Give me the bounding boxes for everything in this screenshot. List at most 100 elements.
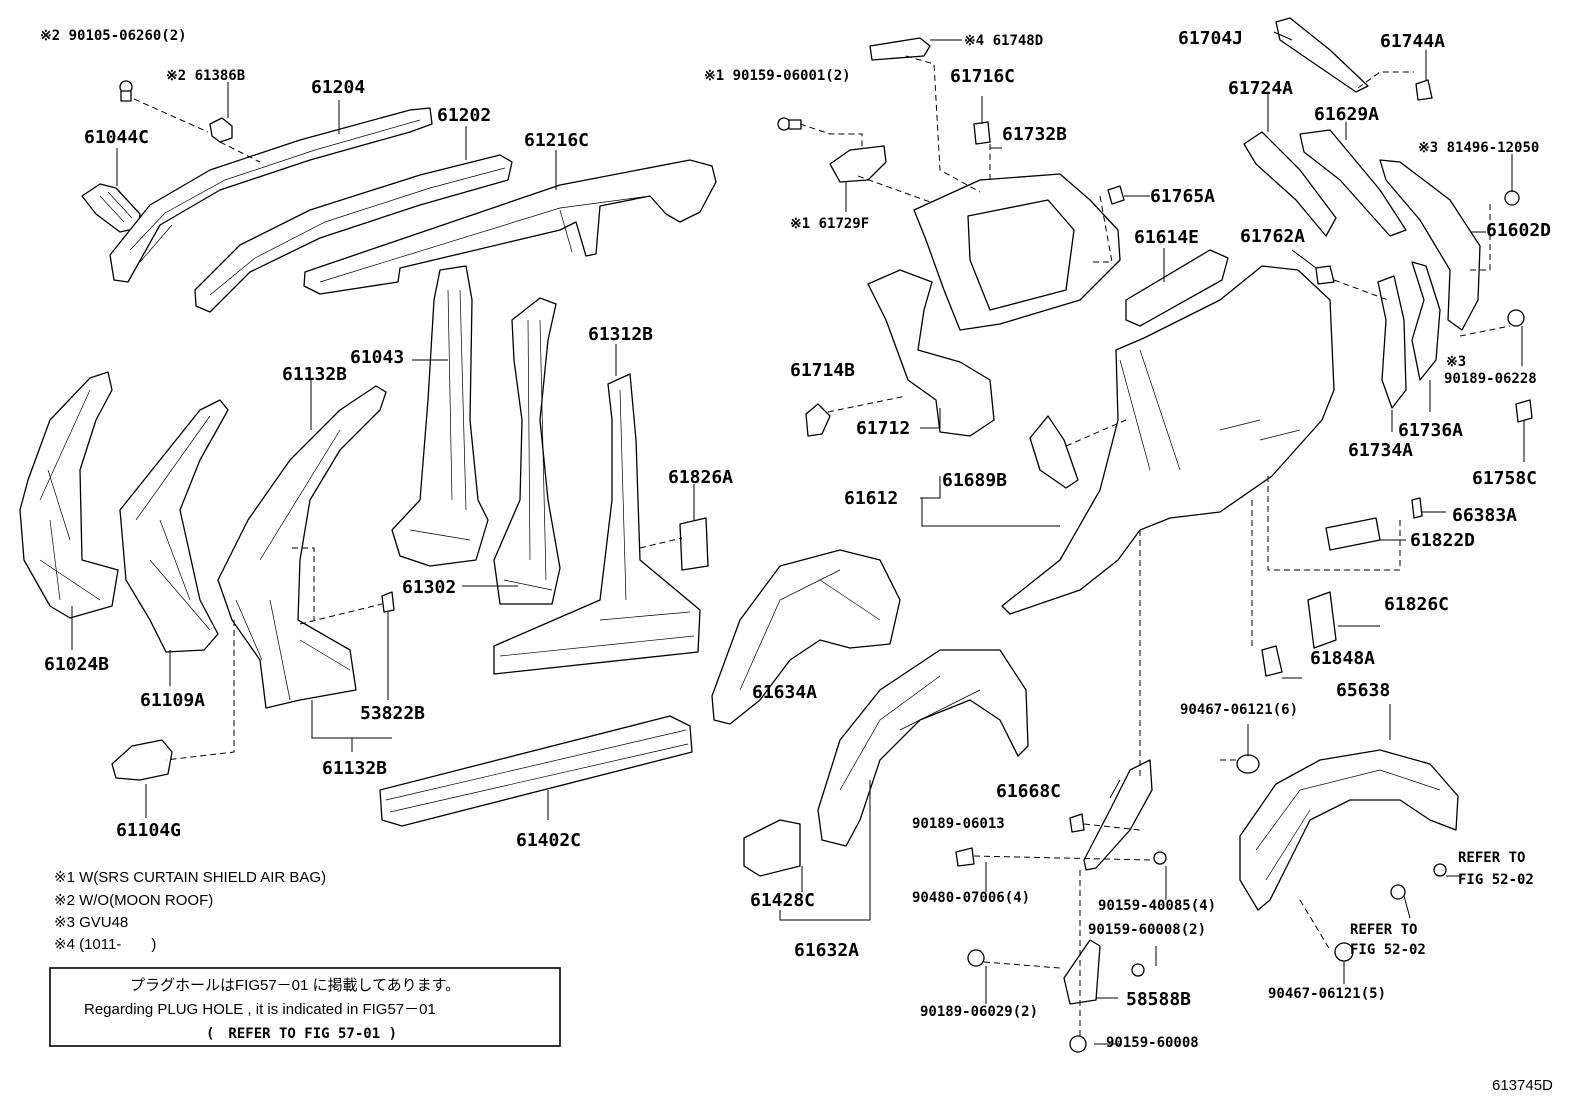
part-label: 61736A [1398, 420, 1463, 441]
panel-61712 [867, 269, 995, 437]
part-label: 61132B [282, 364, 347, 385]
pillar-61302 [493, 297, 561, 605]
block-61826c [1307, 591, 1337, 649]
panel-61724a [1243, 131, 1337, 237]
panel-61629a [1299, 129, 1407, 237]
panel-61602d [1379, 159, 1481, 331]
wheelhouse-61634a [711, 549, 901, 725]
part-label: 61629A [1314, 104, 1379, 125]
part-label: 58588B [1126, 989, 1191, 1010]
pillar-61024b [19, 371, 119, 619]
part-label: 61848A [1310, 648, 1375, 669]
part-label: 61302 [402, 577, 456, 598]
part-label: 90189-06013 [912, 816, 1005, 832]
part-label: 61714B [790, 360, 855, 381]
diagram-code: 613745D [1492, 1077, 1553, 1094]
part-label: ※4 61748D [964, 33, 1043, 49]
bracket-61748d [869, 37, 931, 61]
part-label: 61044C [84, 127, 149, 148]
part-label: 61634A [752, 682, 817, 703]
part-label: 53822B [360, 703, 425, 724]
part-label: 61762A [1240, 226, 1305, 247]
part-labels: ※2 90105-06260(2) ※2 61386B 61204 61044C… [40, 28, 1551, 1051]
rail-61202 [194, 154, 513, 313]
bracket-61714b [805, 403, 831, 437]
clip-icon [1415, 79, 1433, 101]
panel-61428c [743, 819, 801, 877]
part-label: ※1 61729F [790, 216, 869, 232]
part-label: 61765A [1150, 186, 1215, 207]
part-label: FIG 52-02 [1458, 872, 1534, 888]
part-label: 61826C [1384, 594, 1449, 615]
part-label: 61216C [524, 130, 589, 151]
part-label: 61704J [1178, 28, 1243, 49]
block-61826a [679, 517, 709, 571]
notice-line-jp: プラグホールはFIG57－01 に掲載してあります。 [130, 977, 460, 994]
plug-hole-notice: プラグホールはFIG57－01 に掲載してあります。 Regarding PLU… [49, 967, 561, 1047]
part-label: 65638 [1336, 680, 1390, 701]
panel-61312b [493, 373, 701, 675]
part-label: 61632A [794, 940, 859, 961]
part-label: 61712 [856, 418, 910, 439]
part-label: 61132B [322, 758, 387, 779]
notice-line-en: Regarding PLUG HOLE , it is indicated in… [84, 1001, 436, 1018]
part-label: 61104G [116, 820, 181, 841]
footnote: ※1 W(SRS CURTAIN SHIELD AIR BAG) [54, 869, 326, 886]
part-label: 90189-06228 [1444, 371, 1537, 387]
panel-61736a [1411, 261, 1441, 381]
part-label: 90189-06029(2) [920, 1004, 1038, 1020]
part-label: 61024B [44, 654, 109, 675]
part-label: 61614E [1134, 227, 1199, 248]
footnotes: ※1 W(SRS CURTAIN SHIELD AIR BAG) ※2 W/O(… [54, 869, 326, 953]
part-label: 90159-40085(4) [1098, 898, 1216, 914]
bracket-58588b [1063, 939, 1101, 1005]
pillar-61132b [217, 385, 387, 709]
notice-line-ref: ( REFER TO FIG 57-01 ) [206, 1026, 397, 1042]
part-label: 61312B [588, 324, 653, 345]
clip-icon [1236, 754, 1447, 962]
rail-61204 [109, 107, 433, 283]
panel-61689b [1029, 415, 1079, 489]
part-label: ※1 90159-06001(2) [704, 68, 851, 84]
part-label: 61744A [1380, 31, 1445, 52]
part-label: ※2 61386B [166, 68, 245, 84]
liner-65638 [1239, 749, 1459, 911]
part-label: 66383A [1452, 505, 1517, 526]
part-label: 61689B [942, 470, 1007, 491]
part-label: 61109A [140, 690, 205, 711]
part-label: 90159-60008(2) [1088, 922, 1206, 938]
part-label: 61602D [1486, 220, 1551, 241]
pillar-61109a [119, 399, 229, 653]
pillar-61043 [391, 265, 489, 567]
footnote: ※2 W/O(MOON ROOF) [54, 892, 213, 909]
panel-61612 [1001, 265, 1335, 615]
part-label: 90159-60008 [1106, 1035, 1199, 1051]
bracket-61729f [829, 145, 887, 183]
part-label: 61668C [996, 781, 1061, 802]
part-label: 61428C [750, 890, 815, 911]
wheelhouse-61632a [817, 649, 1029, 847]
bolt-icon [119, 80, 133, 102]
bolt-icon [777, 117, 802, 131]
panel-61734a [1377, 275, 1407, 409]
rail-61216c [303, 159, 717, 295]
footnote: ※4 (1011- ) [54, 936, 156, 953]
part-label: ※3 [1446, 354, 1466, 370]
part-label: 61402C [516, 830, 581, 851]
part-label: FIG 52-02 [1350, 942, 1426, 958]
panel-61104g [111, 739, 173, 781]
part-label: REFER TO [1350, 922, 1417, 938]
clip-53822b [381, 591, 395, 613]
block-61822d [1325, 517, 1381, 551]
rocker-61402c [379, 715, 693, 827]
part-label: 61202 [437, 105, 491, 126]
part-label: 61758C [1472, 468, 1537, 489]
part-label: 90467-06121(5) [1268, 986, 1386, 1002]
part-label: REFER TO [1458, 850, 1525, 866]
part-label: 61716C [950, 66, 1015, 87]
part-label: 90480-07006(4) [912, 890, 1030, 906]
clip-61848a [1261, 645, 1283, 677]
footnote: ※3 GVU48 [54, 914, 128, 931]
panel-61668c [1083, 759, 1153, 871]
